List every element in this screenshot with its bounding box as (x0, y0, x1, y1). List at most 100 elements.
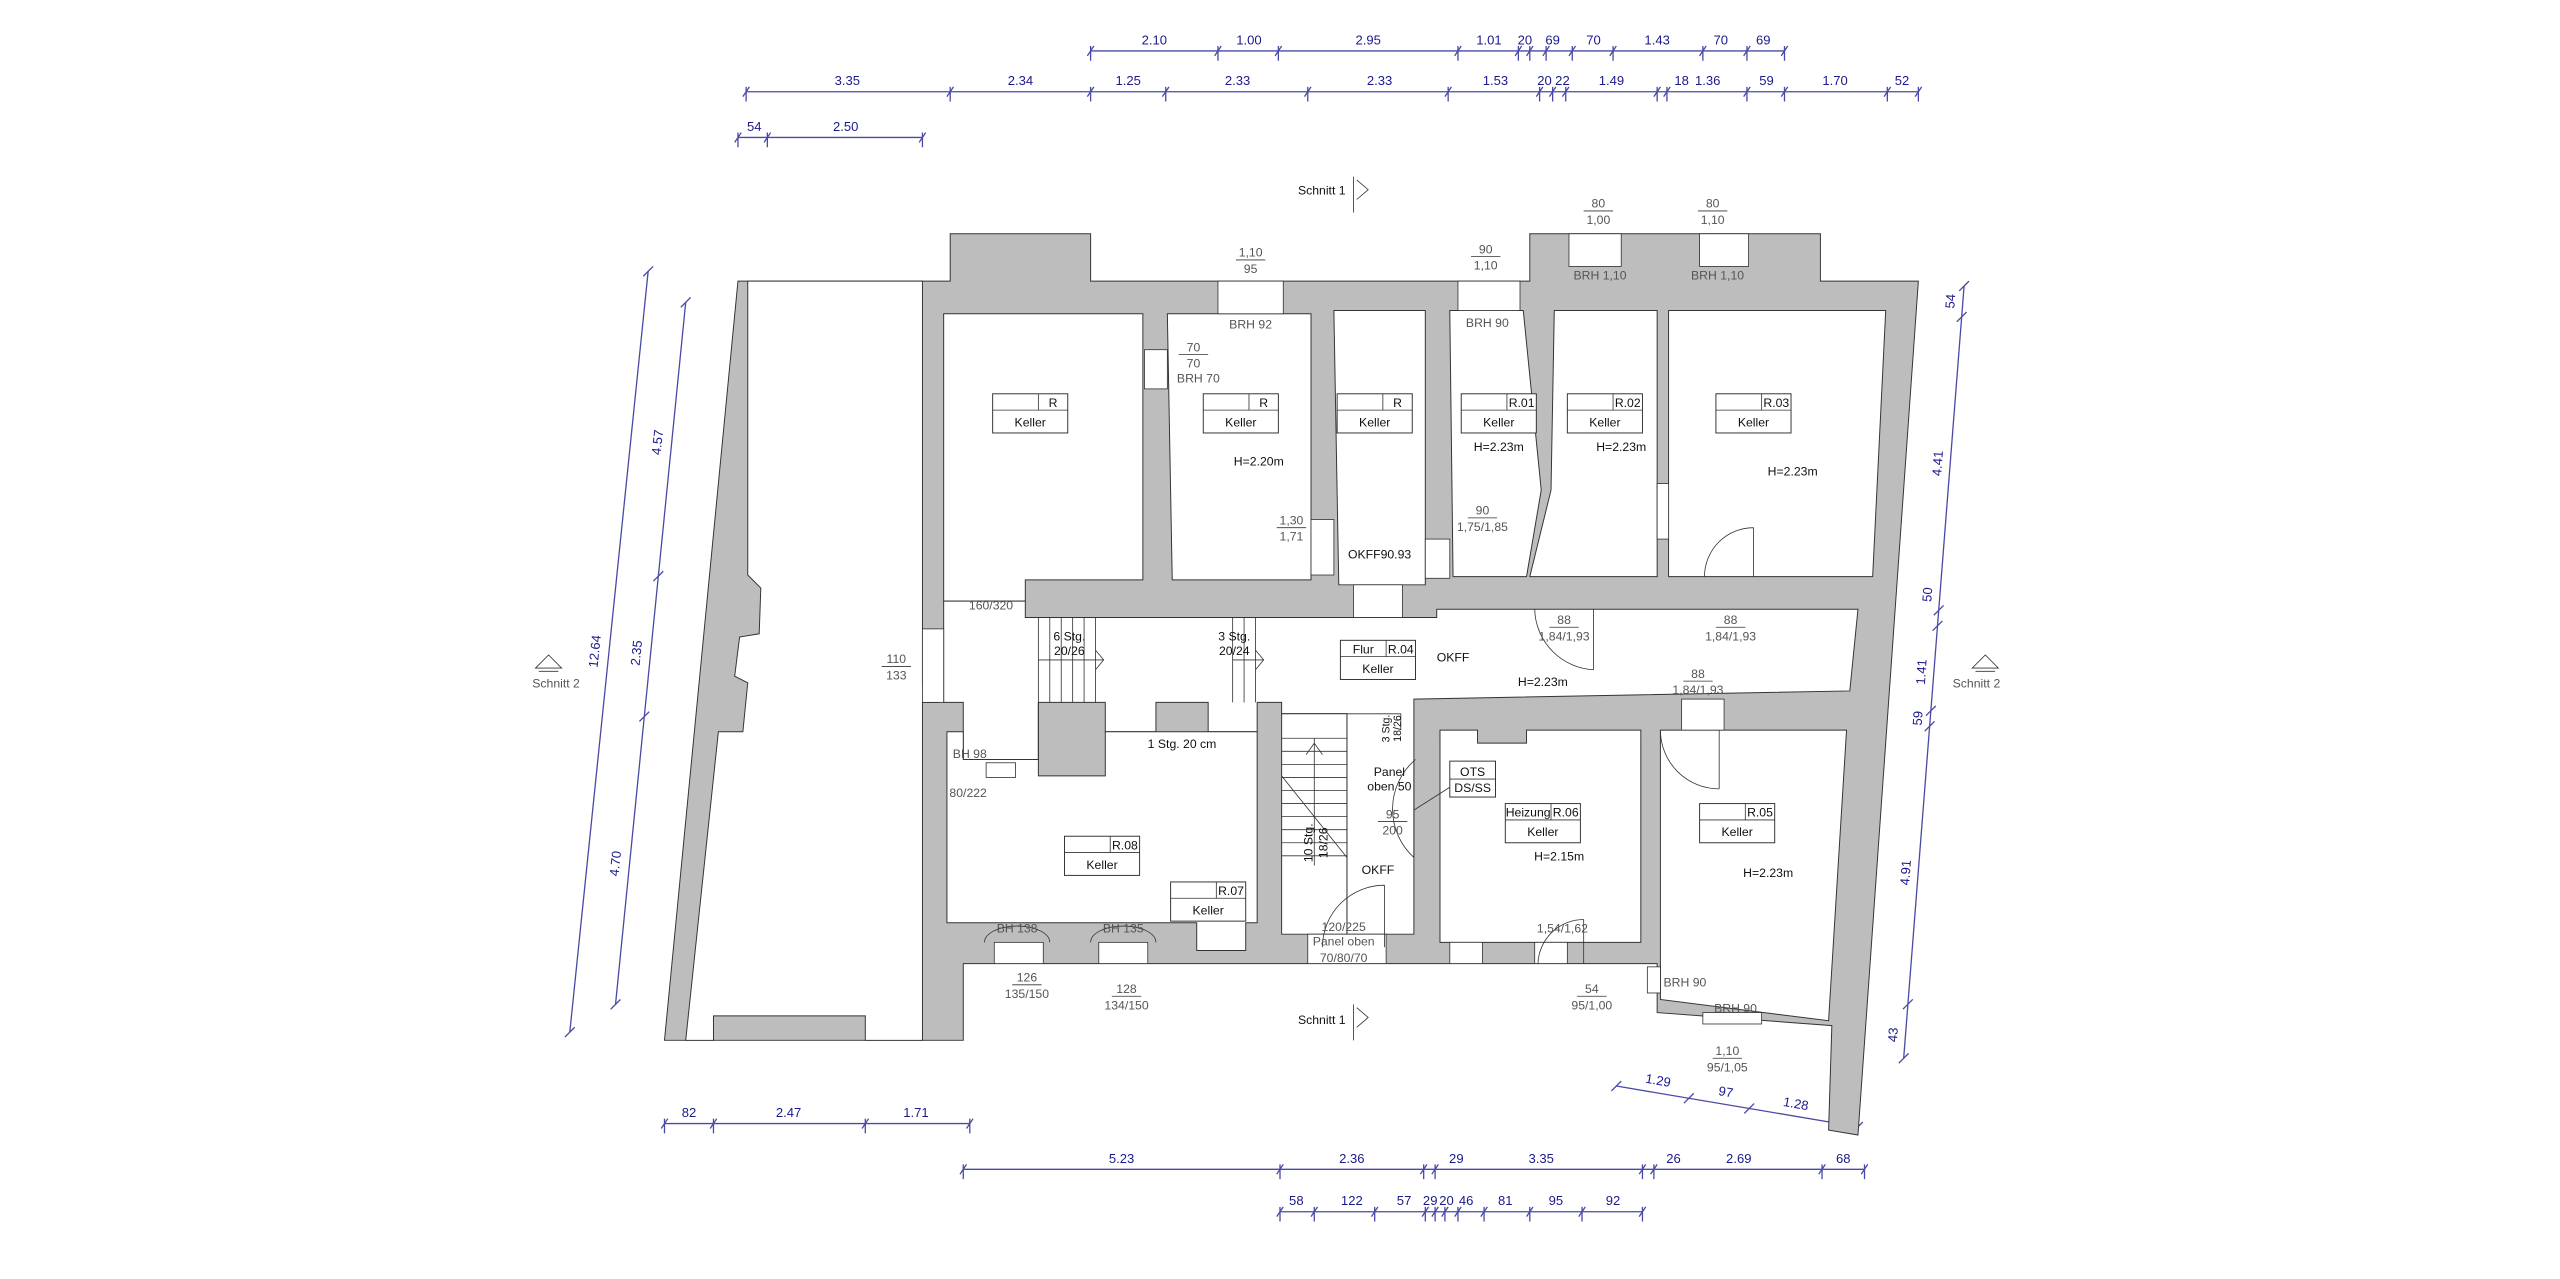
dim-line (1616, 1085, 1859, 1128)
room-heights: H=2.20m H=2.23m H=2.23m H=2.23m H=2.23m … (1234, 440, 1818, 880)
dim-chain-left_outer: 12.64 (564, 265, 654, 1038)
room-3-area (1333, 310, 1426, 586)
dim-label: 2.35 (628, 639, 646, 666)
room-name: Keller (1589, 415, 1620, 429)
dim-label: 1.36 (1695, 73, 1720, 88)
svg-text:90: 90 (1479, 242, 1493, 256)
svg-text:200: 200 (1382, 824, 1403, 838)
svg-text:1,84/1,93: 1,84/1,93 (1705, 629, 1756, 643)
stairs (1037, 617, 1402, 866)
dim-label: 18 (1674, 73, 1689, 88)
room-name: Keller (1722, 825, 1753, 839)
window-openings (922, 233, 1763, 1025)
dim-tick (763, 132, 772, 148)
section-marker-bottom: Schnitt 1 (1298, 1004, 1369, 1041)
svg-text:90: 90 (1476, 504, 1490, 518)
dim-tick (1086, 86, 1095, 102)
dim-tick (1561, 86, 1570, 102)
svg-text:3 Stg.: 3 Stg. (1380, 715, 1392, 743)
svg-text:1,10: 1,10 (1701, 213, 1725, 227)
svg-text:Schnitt 2: Schnitt 2 (532, 677, 580, 691)
dim-label: 20 (1439, 1193, 1454, 1208)
dim-label: 46 (1459, 1193, 1474, 1208)
section-marker-right: Schnitt 2 (1953, 654, 2000, 691)
svg-text:54: 54 (1585, 982, 1599, 996)
dim-label: 97 (1717, 1083, 1734, 1100)
room-number: R (1049, 396, 1058, 410)
dim-tick (1370, 1206, 1379, 1222)
svg-text:BH 138: BH 138 (997, 922, 1038, 936)
dim-label: 2.33 (1367, 73, 1392, 88)
svg-text:BH 135: BH 135 (1103, 922, 1144, 936)
dim-label: 1.71 (903, 1105, 928, 1120)
room-number: R.03 (1763, 396, 1789, 410)
room-name: Keller (1738, 415, 1769, 429)
height-r01: H=2.23m (1474, 440, 1524, 454)
dim-tick (1525, 45, 1534, 61)
dim-label: 5.23 (1109, 1151, 1134, 1166)
dim-label: 1.43 (1644, 32, 1669, 47)
room-name: Keller (1225, 415, 1256, 429)
svg-text:1,75/1,85: 1,75/1,85 (1457, 520, 1508, 534)
dim-tick (1883, 86, 1892, 102)
door-swings (984, 527, 1754, 964)
dim-tick (918, 132, 927, 148)
door-dimension-label: 881,84/1,93 (1705, 613, 1756, 643)
dim-tick (1431, 1206, 1439, 1222)
dim-line (1903, 285, 1965, 1059)
svg-text:80: 80 (1706, 197, 1720, 211)
dim-line (614, 302, 687, 1005)
svg-text:OKFF: OKFF (1362, 863, 1395, 877)
room-number: R (1393, 396, 1402, 410)
height-r03: H=2.23m (1768, 464, 1818, 478)
dim-label: 43 (1885, 1027, 1901, 1043)
svg-text:95: 95 (1386, 807, 1400, 821)
dim-tick (1421, 1206, 1430, 1222)
svg-text:128: 128 (1116, 982, 1137, 996)
dim-tick (1480, 1206, 1488, 1222)
dim-tick (660, 1118, 669, 1134)
dim-tick (1699, 45, 1707, 61)
dim-tick (1932, 620, 1943, 632)
dim-label: 1.53 (1483, 73, 1508, 88)
dim-tick (1161, 86, 1170, 102)
dim-tick (1860, 1164, 1869, 1180)
svg-text:18/26: 18/26 (1392, 715, 1404, 742)
dim-tick (642, 265, 654, 277)
dim-tick (1525, 1206, 1534, 1222)
dim-label: 54 (747, 119, 762, 134)
dim-tick (1653, 86, 1661, 102)
window-dimension-label: 901,10 (1471, 242, 1501, 273)
room-number: R.06 (1553, 806, 1579, 820)
dim-tick (1535, 86, 1544, 102)
dim-tick (1274, 45, 1283, 61)
dim-tick (1650, 1164, 1658, 1180)
height-r06: H=2.15m (1534, 850, 1584, 864)
door-dimension-label: 90 1,75/1,85 (1457, 504, 1508, 534)
dim-tick (1441, 1206, 1449, 1222)
dim-label: 69 (1545, 32, 1560, 47)
dim-tick (1431, 1164, 1439, 1180)
dim-label: 122 (1341, 1193, 1363, 1208)
dim-label: 3.35 (835, 73, 860, 88)
dim-label: 1.00 (1236, 32, 1261, 47)
svg-text:1,10: 1,10 (1239, 246, 1263, 260)
dim-tick (1780, 45, 1789, 61)
svg-text:126: 126 (1017, 971, 1038, 985)
room-number: R (1259, 396, 1268, 410)
dim-tick (1933, 605, 1945, 616)
dim-tick (1303, 86, 1312, 102)
